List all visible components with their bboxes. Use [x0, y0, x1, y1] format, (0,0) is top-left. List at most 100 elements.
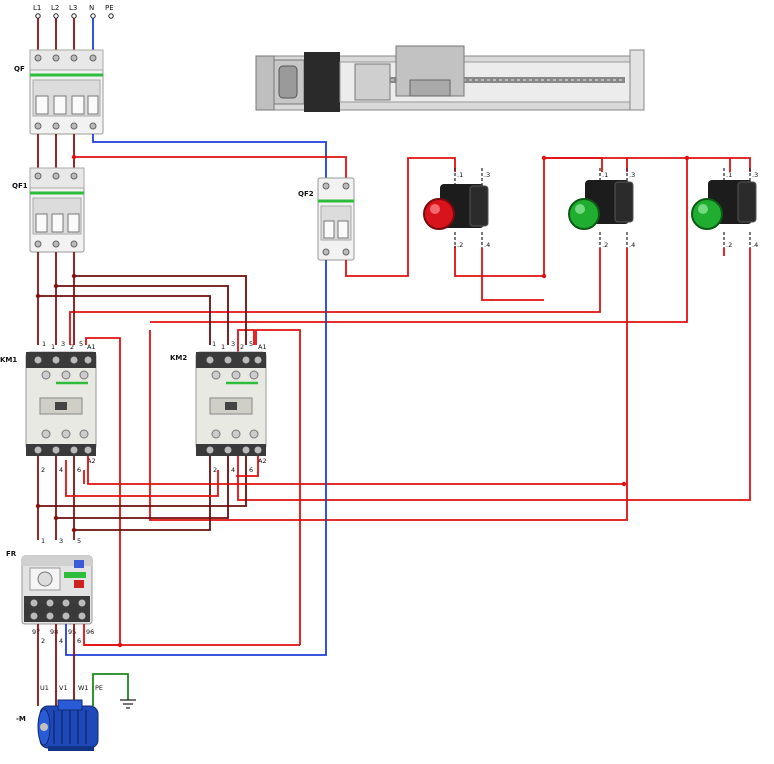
- pb-start2-bottom-4: .4: [752, 241, 758, 249]
- svg-text:A1: A1: [87, 343, 96, 351]
- svg-text:1: 1: [41, 537, 45, 545]
- svg-text:4: 4: [59, 637, 63, 645]
- pushbutton-stop: .1 .3 .2 .4: [423, 168, 490, 249]
- supply-l3-terminal: [71, 13, 77, 19]
- km2-l2-out: [56, 456, 229, 519]
- svg-text:98: 98: [50, 628, 58, 636]
- supply-l3-label: L3: [69, 4, 77, 12]
- supply-n-label: N: [89, 4, 94, 12]
- interlock-wire-1: [65, 460, 219, 497]
- junction-dot: [71, 273, 77, 279]
- km1-label: KM1: [0, 356, 17, 364]
- start1-common-wire: [544, 157, 628, 172]
- junction-dot: [35, 503, 41, 509]
- pb-stop-top-3: .3: [484, 171, 490, 179]
- supply-l2-label: L2: [51, 4, 59, 12]
- junction-dot: [35, 293, 41, 299]
- supply-pe-terminal: [108, 13, 114, 19]
- km2-l1-out: [74, 456, 211, 531]
- pb-start1-bottom-4: .4: [629, 241, 635, 249]
- junction-dot: [684, 155, 690, 161]
- l2-to-km2-wire: [56, 285, 229, 345]
- neutral-to-qf2: [92, 134, 327, 178]
- linear-actuator: [255, 45, 645, 112]
- svg-text:2: 2: [41, 637, 45, 645]
- junction-dot: [621, 481, 627, 487]
- motor-label: -M: [16, 715, 26, 723]
- svg-text:4: 4: [231, 466, 235, 474]
- start1-selfhold-wire: [149, 248, 628, 521]
- supply-terminals: L1 L2 L3 N PE: [33, 4, 114, 19]
- km2-label: KM2: [170, 354, 187, 362]
- pb-start2-top-3: .3: [752, 171, 758, 179]
- pb-start1-top-3: .3: [629, 171, 635, 179]
- svg-text:W1: W1: [78, 684, 89, 692]
- pb-start1-bottom-2: .2: [602, 241, 608, 249]
- svg-text:4: 4: [59, 466, 63, 474]
- km1-contactor: 1 1 3 2 5 A1 2 4 6 A2: [25, 340, 97, 474]
- earth-symbol: [120, 699, 136, 709]
- svg-text:3: 3: [59, 537, 63, 545]
- svg-text:96: 96: [86, 628, 94, 636]
- qf-label: QF: [14, 65, 25, 73]
- start1-to-km1-wire: [69, 248, 601, 345]
- km1-a1-wire: [85, 337, 121, 645]
- svg-text:95: 95: [68, 628, 76, 636]
- motor: U1 V1 W1 PE: [37, 684, 103, 751]
- supply-l1-label: L1: [33, 4, 41, 12]
- supply-l1-terminal: [35, 13, 41, 19]
- fr-95-neutral-wire: [65, 260, 327, 656]
- motor-pe-wire: [92, 673, 129, 706]
- stop-no-wire: [481, 248, 544, 301]
- svg-text:5: 5: [249, 340, 253, 348]
- supply-pe-label: PE: [105, 4, 114, 12]
- supply-phase-wires: [37, 18, 75, 50]
- junction-dot: [53, 283, 59, 289]
- fr-overload-relay: 1 3 5 97 98 95 96 2 4 6: [21, 537, 94, 645]
- fr-label: FR: [6, 550, 17, 558]
- km2-a1-wire: [255, 329, 301, 645]
- svg-text:97: 97: [32, 628, 40, 636]
- qf2-breaker: [317, 177, 355, 261]
- svg-text:6: 6: [77, 637, 81, 645]
- svg-text:2: 2: [70, 343, 74, 351]
- pb-stop-bottom-4: .4: [484, 241, 490, 249]
- svg-text:2: 2: [213, 466, 217, 474]
- junction-dot: [71, 527, 77, 533]
- svg-text:6: 6: [249, 466, 253, 474]
- km2-a2-wire: [236, 456, 259, 477]
- fr-to-motor-wires: [37, 624, 75, 706]
- svg-text:6: 6: [77, 466, 81, 474]
- km1-output-wires: [37, 456, 75, 540]
- junction-dot: [541, 273, 547, 279]
- qf1-breaker: [29, 167, 85, 253]
- l3-to-qf2: [74, 156, 347, 178]
- qf2-label: QF2: [298, 190, 314, 198]
- svg-text:1: 1: [42, 340, 46, 348]
- pb-start1-top-1: .1: [602, 171, 608, 179]
- svg-text:3: 3: [61, 340, 65, 348]
- supply-l2-terminal: [53, 13, 59, 19]
- junction-dot: [53, 515, 59, 521]
- l1-to-km2-wire: [38, 295, 211, 345]
- svg-text:1: 1: [221, 343, 225, 351]
- pb-start2-top-1: .1: [726, 171, 732, 179]
- junction-dot: [541, 155, 547, 161]
- svg-text:A1: A1: [258, 343, 267, 351]
- svg-text:3: 3: [231, 340, 235, 348]
- supply-n-terminal: [90, 13, 96, 19]
- fr-96-wire: [83, 624, 300, 646]
- svg-text:A2: A2: [87, 457, 96, 465]
- svg-text:2: 2: [41, 466, 45, 474]
- qf-breaker: [29, 49, 104, 135]
- svg-text:V1: V1: [59, 684, 68, 692]
- km1-a2-wire: [87, 456, 624, 485]
- pb-stop-top-1: .1: [457, 171, 463, 179]
- start2-to-km2-wire: [150, 158, 688, 323]
- stop-to-start1-wire: [454, 157, 603, 277]
- qf2-to-stop-wire: [345, 157, 456, 277]
- km2-l3-out: [38, 456, 247, 507]
- qf1-to-km1-wires: [37, 252, 75, 345]
